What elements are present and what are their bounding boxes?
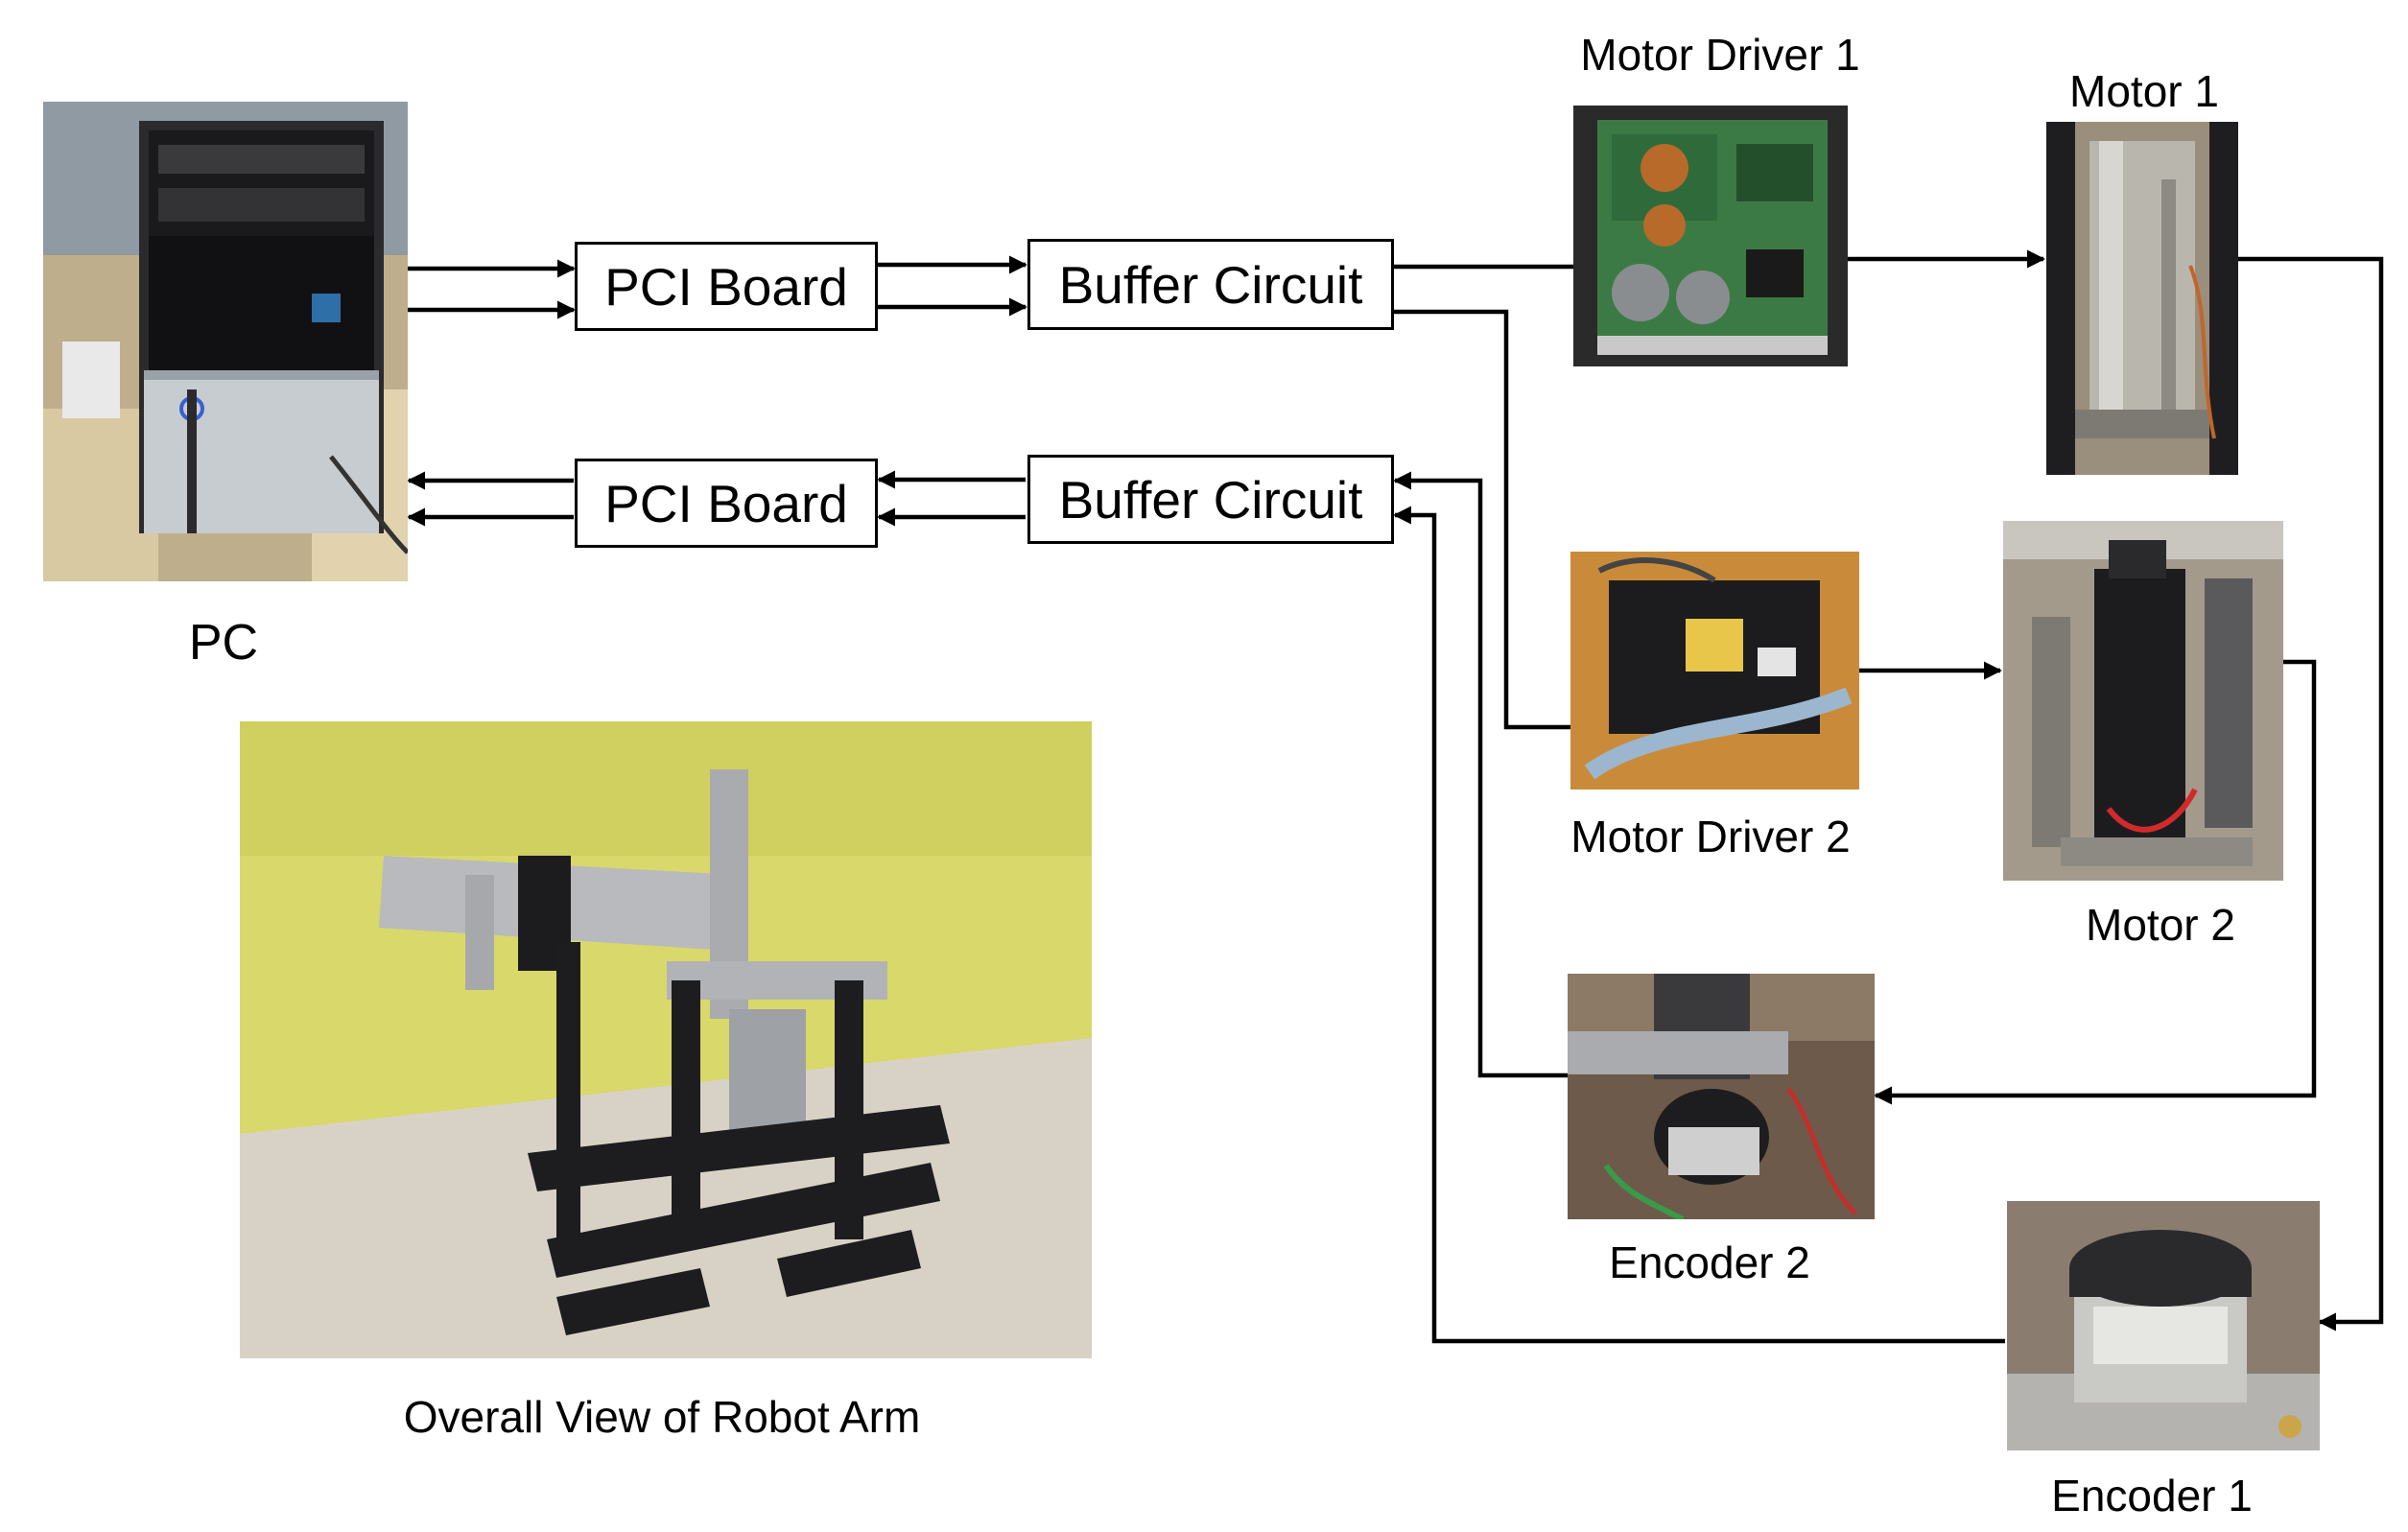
pc-photo: [43, 102, 408, 581]
motor-1-label: Motor 1: [2069, 66, 2219, 116]
encoder-1-label: Encoder 1: [2051, 1471, 2253, 1520]
encoder-1-photo: [2007, 1201, 2320, 1450]
buffer-circuit-bottom-box: Buffer Circuit: [1027, 455, 1394, 544]
arrow-motor-1-to-encoder-1: [2237, 256, 2384, 1332]
robot-arm-photo: [240, 721, 1092, 1358]
motor-driver-2-photo: [1570, 552, 1859, 790]
motor-2-photo: [2003, 521, 2283, 881]
motor-driver-1-label: Motor Driver 1: [1580, 30, 1860, 80]
motor-2-label: Motor 2: [2086, 900, 2235, 950]
arrow-motor-2-to-encoder-2: [1874, 659, 2317, 1105]
motor-driver-1-photo: [1573, 106, 1848, 366]
encoder-2-photo: [1568, 974, 1875, 1219]
pc-label: PC: [188, 615, 259, 671]
wire-buffer-to-driver-2: [1392, 309, 1570, 730]
encoder-2-label: Encoder 2: [1609, 1237, 1810, 1287]
motor-1-photo: [2046, 122, 2238, 475]
arrow-encoder-2-to-buffer: [1393, 471, 1568, 1078]
pci-board-top-box: PCI Board: [575, 242, 878, 331]
arrow-encoder-1-to-buffer: [1393, 506, 2005, 1344]
motor-driver-2-label: Motor Driver 2: [1570, 812, 1851, 861]
buffer-circuit-top-box: Buffer Circuit: [1027, 239, 1394, 330]
pci-board-bottom-box: PCI Board: [575, 459, 878, 548]
robot-arm-caption: Overall View of Robot Arm: [403, 1392, 921, 1442]
